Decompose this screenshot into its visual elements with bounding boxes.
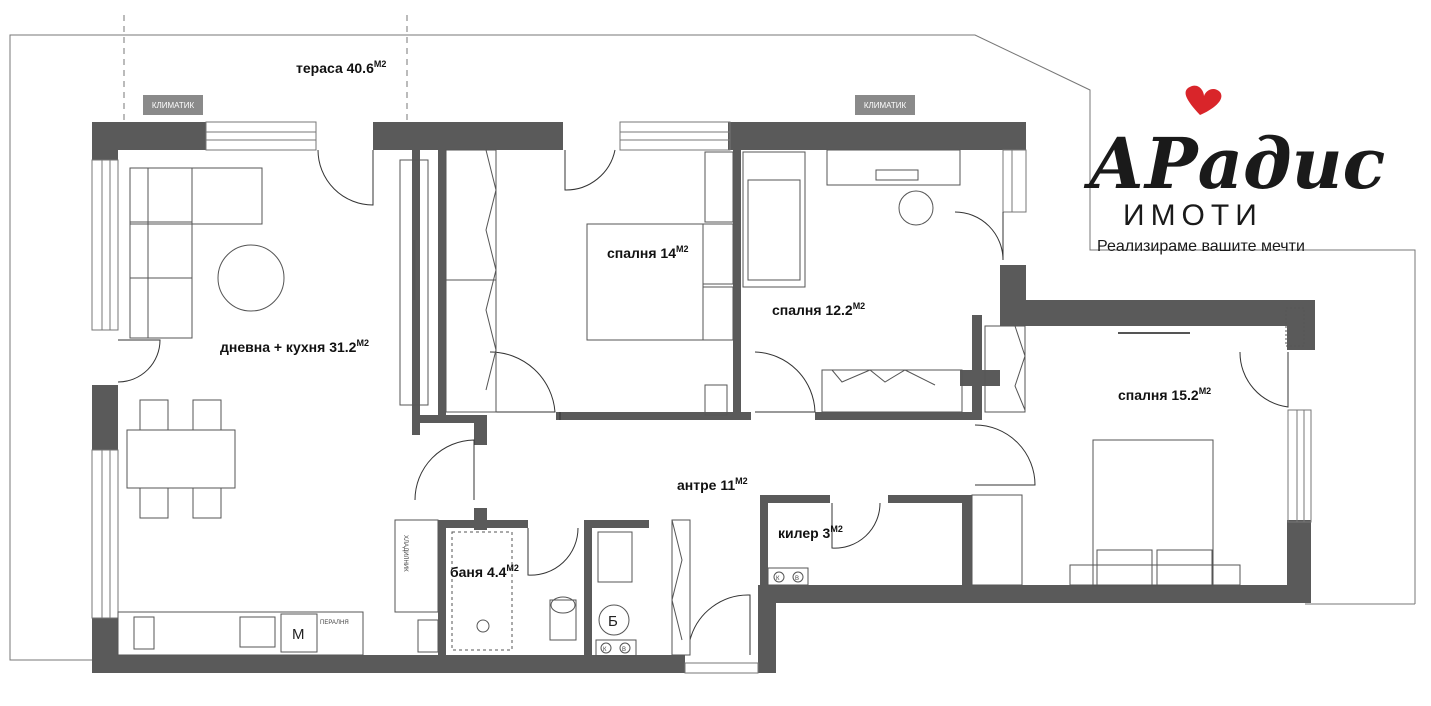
bath-label: баня 4.4M2 <box>450 563 519 580</box>
k-label-closet: К <box>776 576 780 582</box>
dryer-label: ПЕРАЛНЯ <box>320 620 349 626</box>
climatic-unit-left: КЛИМАТИК <box>143 95 203 115</box>
company-logo: АРадис ИМОТИ Реализираме вашите мечти <box>1083 85 1385 255</box>
hall-label: антре 11M2 <box>677 476 748 493</box>
fridge-label: ХЛАДИЛНИК <box>402 535 408 572</box>
k-label-bath: К <box>603 647 607 653</box>
bed-14 <box>586 151 734 416</box>
boiler-label: Б <box>608 613 618 630</box>
bedroom-15-label: спалня 15.2M2 <box>1118 386 1211 403</box>
wardrobes <box>445 149 1026 656</box>
walls <box>92 122 1315 673</box>
svg-text:КЛИМАТИК: КЛИМАТИК <box>152 101 195 110</box>
kitchen <box>117 519 439 656</box>
bedroom-12-furniture <box>742 149 963 413</box>
terrace-outline <box>9 15 1416 661</box>
heart-icon <box>1185 85 1222 115</box>
logo-brand: АРадис <box>1083 122 1385 205</box>
windows <box>91 121 1312 674</box>
doors <box>117 149 1289 655</box>
bedroom-12-label: спалня 12.2M2 <box>772 301 865 318</box>
v-label-closet: В <box>795 576 799 582</box>
living-label: дневна + кухня 31.2M2 <box>220 338 369 355</box>
bedroom-15-furniture <box>1069 307 1305 587</box>
v-label-bath: В <box>622 647 626 653</box>
bathroom <box>451 531 637 657</box>
closet-label: килер 3M2 <box>778 524 843 541</box>
microwave-label: М <box>292 626 305 643</box>
terrace-label: тераса 40.6M2 <box>296 59 386 76</box>
closet-appliances <box>767 567 809 586</box>
bedroom-14-label: спалня 14M2 <box>607 244 689 261</box>
logo-sub: ИМОТИ <box>1123 199 1263 232</box>
climatic-unit-right: КЛИМАТИК <box>855 95 915 115</box>
living-furniture <box>126 159 429 519</box>
logo-tagline: Реализираме вашите мечти <box>1097 238 1305 255</box>
svg-text:КЛИМАТИК: КЛИМАТИК <box>864 101 907 110</box>
